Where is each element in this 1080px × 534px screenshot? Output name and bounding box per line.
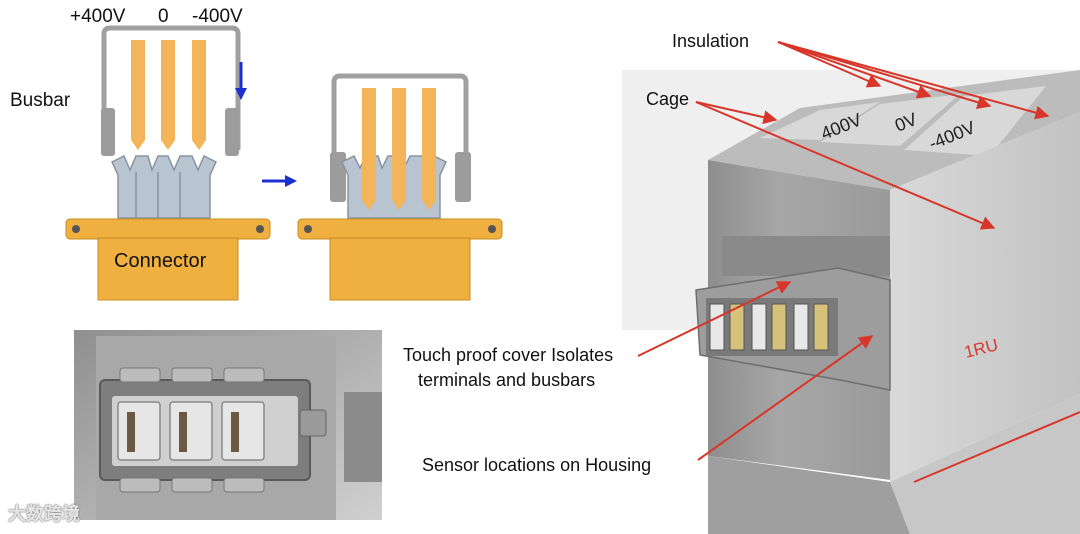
- busbar-frame: [101, 25, 241, 150]
- connector-flange: [65, 218, 271, 240]
- label-neg400: -400V: [192, 6, 243, 27]
- connector-mated: [297, 73, 503, 301]
- mated-busbar-frame: [331, 73, 469, 196]
- connector-body: [97, 237, 239, 301]
- label-cage: Cage: [646, 89, 690, 109]
- label-sensor: Sensor locations on Housing: [422, 455, 652, 475]
- transition-arrow: [262, 175, 297, 187]
- busbar-finger-neg400: [192, 40, 206, 150]
- connector-open: [65, 154, 271, 301]
- label-insulation: Insulation: [672, 31, 750, 51]
- label-busbar: Busbar: [10, 90, 71, 111]
- label-touch-proof-2: terminals and busbars: [418, 370, 596, 390]
- label-pos400: +400V: [70, 6, 126, 27]
- busbar-right-clip: [225, 108, 239, 156]
- housing-render: 400V 0V -400V 1RU: [622, 70, 1080, 534]
- watermark-logo: 大数跨境: [8, 504, 80, 524]
- connector-contacts: [111, 154, 217, 219]
- label-connector: Connector: [114, 250, 207, 272]
- busbar-finger-pos400: [131, 40, 145, 150]
- busbar-assembly-open: [101, 25, 247, 156]
- busbar-finger-zero: [161, 40, 175, 150]
- busbar-left-clip: [101, 108, 115, 156]
- label-touch-proof-1: Touch proof cover Isolates: [403, 345, 614, 365]
- cover-photo: [74, 330, 382, 520]
- callout-arrows: [637, 41, 1080, 483]
- label-zero: 0: [158, 6, 169, 27]
